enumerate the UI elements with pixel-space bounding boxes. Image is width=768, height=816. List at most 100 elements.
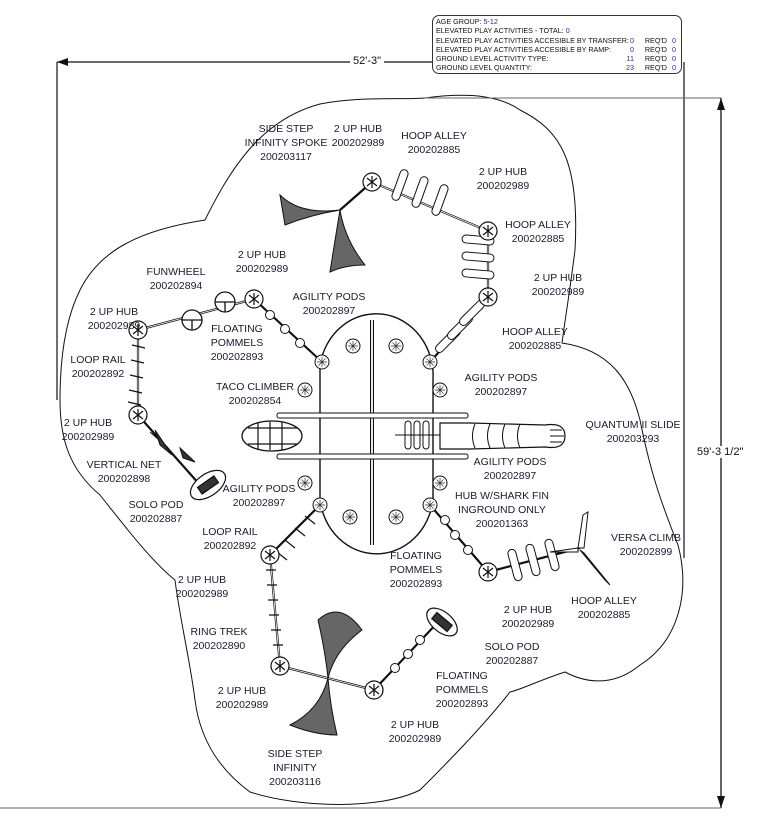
component-label-line: 200202897 [483,470,537,482]
component-label-line: QUANTUM II SLIDE [585,419,681,431]
component-label: LOOP RAIL 200202892 [70,353,125,381]
component-label-line: 200202892 [71,368,125,380]
component-label-line: 200203117 [260,151,312,163]
component-label-line: 200202893 [435,698,489,710]
info-row-label: ELEVATED PLAY ACTIVITIES ACCESIBLE BY RA… [436,44,612,54]
component-label-line: SIDE STEP [267,748,323,760]
component-label-line: 200202897 [232,497,286,509]
component-label-line: 2 UP HUB [478,166,528,178]
component-label-line: 200202989 [476,180,530,192]
info-row: ELEVATED PLAY ACTIVITIES ACCESIBLE BY RA… [436,45,678,54]
info-row: ELEVATED PLAY ACTIVITIES ACCESIBLE BY TR… [436,36,678,45]
component-label-line: AGILITY PODS [464,372,538,384]
component-label-line: LOOP RAIL [70,354,126,366]
side-step-infinity-spoke [279,193,367,273]
component-label: HOOP ALLEY 200202885 [571,594,637,622]
component-label: AGILITY PODS 200202897 [465,371,538,399]
central-structure [241,313,566,555]
component-label-line: HOOP ALLEY [401,130,467,142]
component-label-line: SOLO POD [128,499,184,511]
component-label-line: 200203293 [606,433,660,445]
elevated-total-row: ELEVATED PLAY ACTIVITIES - TOTAL: 0 [436,26,678,35]
info-row-value: 11 [626,54,634,64]
info-row-label: GROUND LEVEL QUANTITY: [436,63,532,73]
depth-dimension-label: 59'-3 1/2" [694,446,747,458]
component-label-line: 2 UP HUB [333,123,383,135]
component-label-line: 200202890 [192,640,246,652]
component-label-line: 200202989 [61,431,115,443]
info-row-req-label: REQ'D [644,35,667,45]
component-label: HOOP ALLEY 200202885 [502,325,568,353]
component-label-line: 200202989 [215,699,269,711]
component-label-line: 200202989 [175,588,229,600]
component-label-line: HOOP ALLEY [571,595,637,607]
info-row: GROUND LEVEL ACTIVITY TYPE: 11 REQ'D 0 [436,54,678,63]
component-label: LOOP RAIL 200202892 [202,525,257,553]
component-label-line: 200202885 [407,144,461,156]
component-label-line: HOOP ALLEY [502,326,568,338]
vertical-net [149,429,196,463]
component-label: 2 UP HUB 200202989 [477,165,530,193]
component-label: QUANTUM II SLIDE 200203293 [585,418,680,446]
component-label: 2 UP HUB 200202989 [332,122,385,150]
info-row-req-label: REQ'D [644,63,667,73]
component-label-line: AGILITY PODS [222,483,296,495]
component-label-line: RING TREK [190,626,248,638]
component-label-line: 200202897 [474,386,528,398]
component-label-line: 200202989 [331,137,385,149]
component-label-line: 200202885 [577,609,631,621]
info-row-req-value: 0 [672,44,676,54]
component-label-line: 2 UP HUB [63,417,113,429]
component-label-line: SIDE STEP [258,123,314,135]
use-zone-boundary [59,94,684,805]
component-label-line: LOOP RAIL [202,526,258,538]
component-label-line: FLOATING [390,550,442,562]
funwheels [181,291,236,331]
component-label: AGILITY PODS 200202897 [223,482,296,510]
hoop-alley-top [390,168,450,217]
component-label-line: 200202885 [508,340,562,352]
component-label-line: 200202893 [210,351,264,363]
component-label-line: 200202892 [203,540,257,552]
info-row-req-label: REQ'D [644,54,667,64]
component-label-line: 200203116 [269,776,321,788]
component-label-line: VERSA CLIMB [610,532,682,544]
component-label: 2 UP HUB 200202989 [216,684,269,712]
versa-climb [549,511,611,586]
loop-rail-ticks [127,344,316,646]
component-label-line: 2 UP HUB [217,685,267,697]
component-label-line: TACO CLIMBER [216,381,294,393]
component-label-line: POMMELS [389,564,443,576]
component-label-line: FLOATING [211,323,263,335]
component-label-line: 200202989 [501,618,555,630]
component-label-line: 200202854 [228,395,282,407]
component-label-line: FUNWHEEL [146,266,206,278]
info-row-req-label: REQ'D [644,44,667,54]
elevated-total-value: 0 [565,26,570,36]
component-label-line: 200202989 [388,733,442,745]
component-label-line: HUB W/SHARK FIN [455,490,549,502]
component-label-line: 200202989 [87,320,141,332]
info-row: GROUND LEVEL QUANTITY: 23 REQ'D 0 [436,63,678,72]
component-label-line: 200202897 [302,305,356,317]
solo-pods [189,469,458,637]
component-label-line: 200202989 [531,286,585,298]
component-label-line: 200202898 [97,473,151,485]
